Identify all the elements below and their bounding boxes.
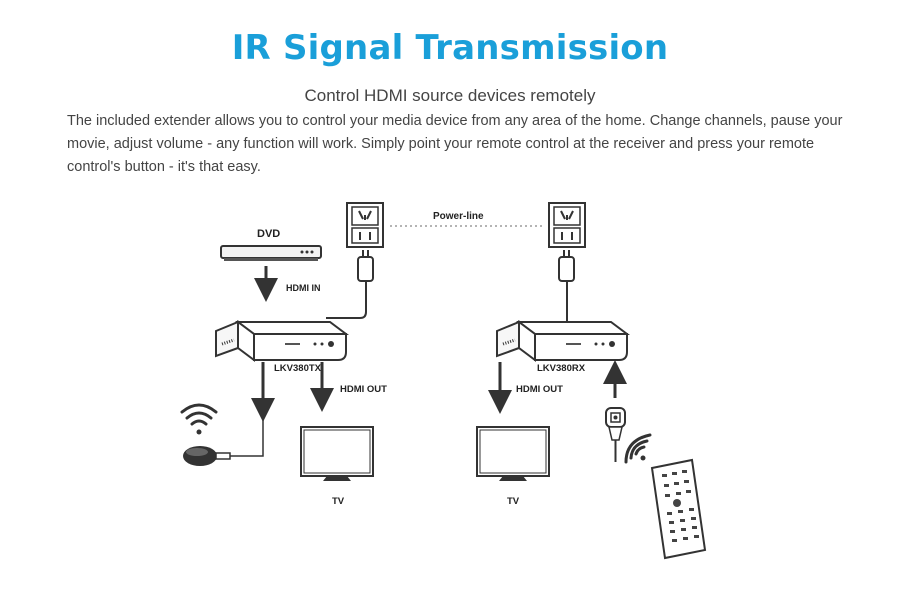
left-wireless-signal-icon <box>180 403 218 435</box>
tv-left-label: TV <box>332 496 345 507</box>
remote-control-icon <box>650 458 707 560</box>
rx-hdmi-out-label: HDMI OUT <box>516 384 563 395</box>
tx-hdmi-out-label: HDMI OUT <box>340 384 387 395</box>
powerline-label: Power-line <box>433 211 484 222</box>
right-power-plug-icon <box>558 250 575 322</box>
left-power-outlet-icon <box>346 202 384 248</box>
page-subtitle: Control HDMI source devices remotely <box>304 86 596 105</box>
right-power-outlet-icon <box>548 202 586 248</box>
hdmi-in-label: HDMI IN <box>286 283 321 293</box>
ir-emitter-icon <box>183 446 231 466</box>
right-tv-icon <box>476 426 550 481</box>
tx-extender-unit <box>215 320 349 362</box>
dvd-label: DVD <box>257 228 280 240</box>
ir-receiver-sensor-icon <box>605 407 626 462</box>
tx-label: LKV380TX <box>274 363 322 374</box>
description-text: The included extender allows you to cont… <box>67 113 843 175</box>
rx-label: LKV380RX <box>537 363 586 374</box>
left-power-plug-icon <box>326 250 374 319</box>
page-title: IR Signal Transmission <box>231 28 669 68</box>
tv-right-label: TV <box>507 496 520 507</box>
remote-wireless-signal-icon <box>624 433 652 464</box>
rx-extender-unit <box>496 320 630 362</box>
left-tv-icon <box>300 426 374 481</box>
ir-emitter-cable <box>228 420 264 457</box>
dvd-player-icon <box>220 245 322 261</box>
